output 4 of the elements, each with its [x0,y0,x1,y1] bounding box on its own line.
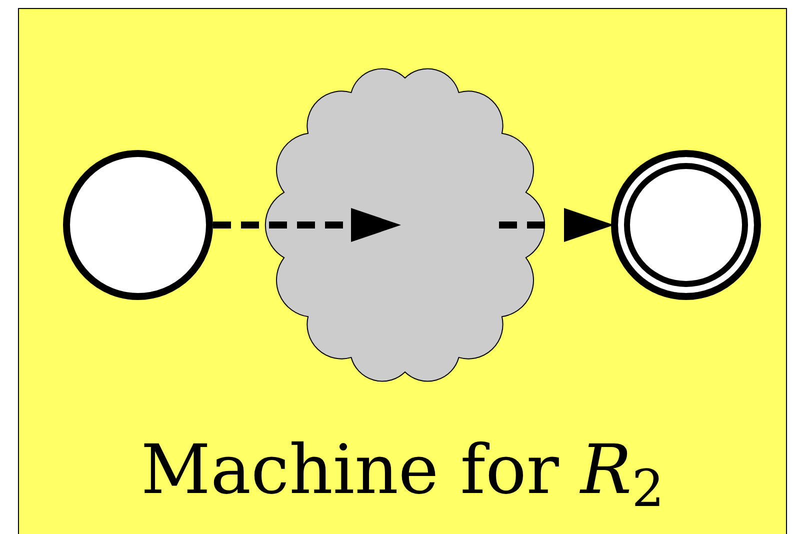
title: Machine for R$_{2}$ [140,437,666,505]
dashed-arrow [499,208,614,242]
panel [18,8,787,534]
dashed-arrow [213,208,401,242]
